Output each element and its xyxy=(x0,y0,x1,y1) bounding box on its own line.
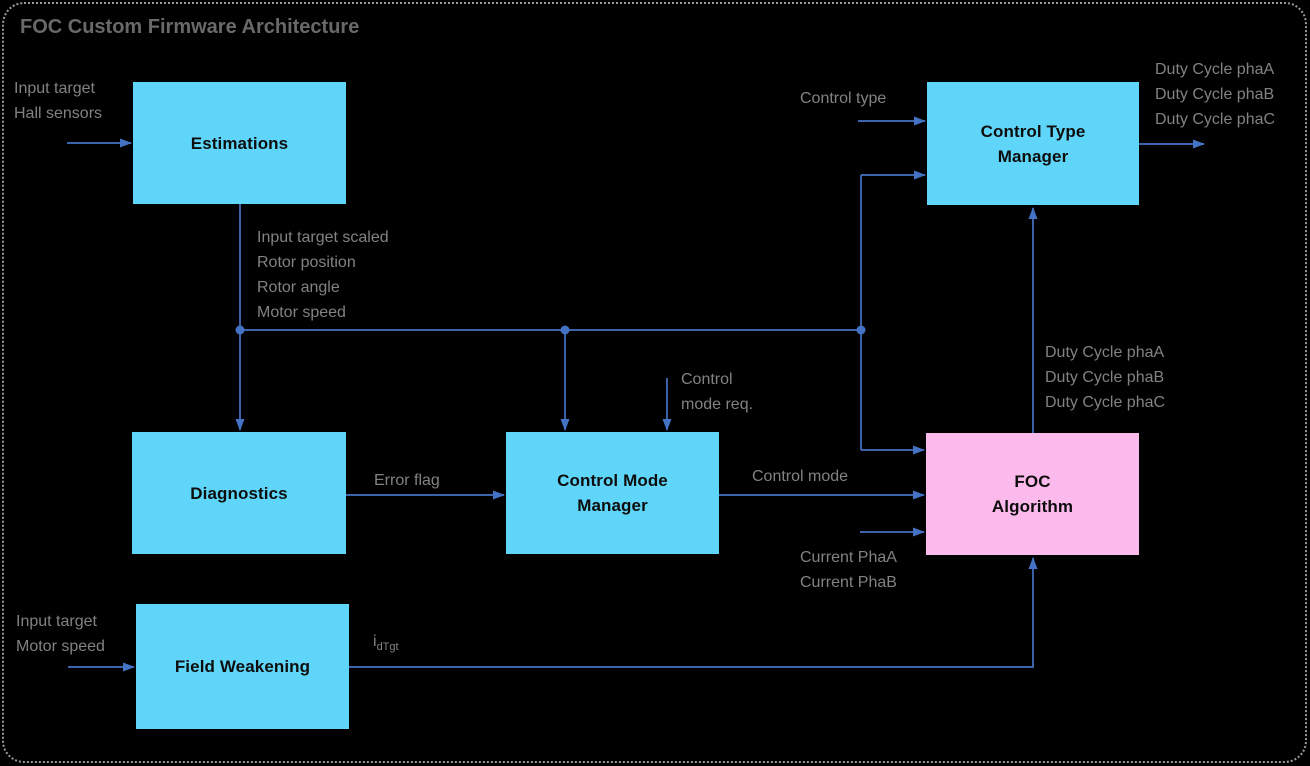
label-id-target-subscript: dTgt xyxy=(376,641,399,654)
label-current-inputs: Current PhaA Current PhaB xyxy=(800,549,897,591)
diagram-title: FOC Custom Firmware Architecture xyxy=(20,16,360,38)
label-control-type: Control type xyxy=(800,90,887,107)
block-field-weakening: Field Weakening xyxy=(136,604,349,729)
block-control-type-manager: Control Type Manager xyxy=(927,82,1139,205)
block-diagnostics: Diagnostics xyxy=(132,432,346,554)
block-foc-algorithm: FOC Algorithm xyxy=(926,433,1139,555)
label-error-flag: Error flag xyxy=(374,472,440,489)
label-id-target: idTgt xyxy=(373,629,399,660)
block-estimations: Estimations xyxy=(133,82,346,204)
block-control-mode-manager: Control Mode Manager xyxy=(506,432,719,554)
label-estimations-inputs: Input target Hall sensors xyxy=(14,80,103,122)
label-id-target-base: i xyxy=(373,633,377,650)
junction-dots xyxy=(235,325,866,335)
label-estimations-outputs: Input target scaled Rotor position Rotor… xyxy=(257,229,389,321)
label-control-mode-request: Control mode req. xyxy=(681,371,754,413)
label-field-weakening-inputs: Input target Motor speed xyxy=(16,613,105,655)
arrow-idtgt-into-foc xyxy=(349,557,1038,668)
label-foc-duty-outputs: Duty Cycle phaA Duty Cycle phaB Duty Cyc… xyxy=(1045,344,1166,411)
label-ctm-duty-outputs: Duty Cycle phaA Duty Cycle phaB Duty Cyc… xyxy=(1155,61,1276,128)
label-control-mode: Control mode xyxy=(752,468,849,485)
